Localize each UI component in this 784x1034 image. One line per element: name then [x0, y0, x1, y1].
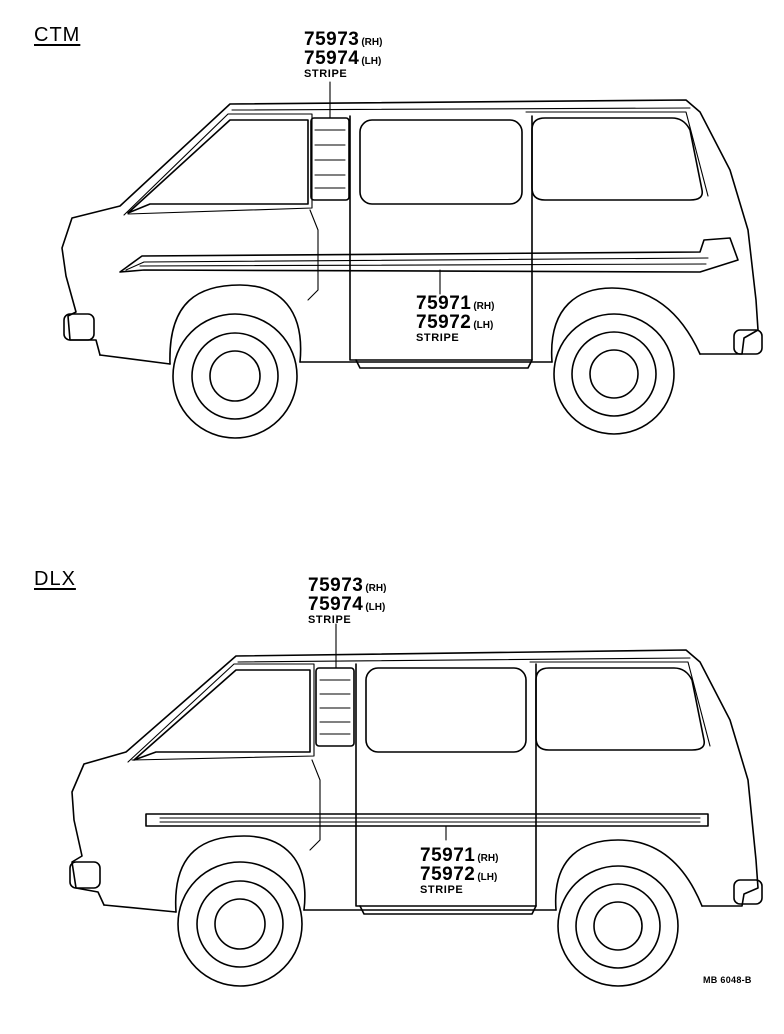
side-lh: (LH): [361, 56, 382, 67]
part-description: STRIPE: [308, 614, 352, 626]
part-number-lh: 75974: [304, 48, 360, 69]
dlx-lower-callout: 75971(RH) 75972(LH) STRIPE: [420, 846, 498, 896]
part-description: STRIPE: [420, 884, 464, 896]
side-rh: (RH): [361, 37, 383, 48]
side-rh: (RH): [477, 853, 499, 864]
ctm-van-illustration: [61, 81, 763, 439]
side-rh: (RH): [473, 301, 495, 312]
ctm-side-stripe: [119, 237, 739, 273]
part-description: STRIPE: [416, 332, 460, 344]
section-label-dlx: DLX: [34, 568, 76, 590]
part-number-lh: 75974: [308, 594, 364, 615]
diagram-code: MB 6048-B: [703, 975, 752, 985]
side-lh: (LH): [473, 320, 494, 331]
part-number-lh: 75972: [416, 312, 472, 333]
part-number-rh: 75973: [308, 575, 364, 596]
dlx-front-wheel: [177, 861, 303, 987]
dlx-upper-callout: 75973(RH) 75974(LH) STRIPE: [308, 576, 386, 626]
ctm-lower-callout: 75971(RH) 75972(LH) STRIPE: [416, 294, 494, 344]
ctm-upper-callout: 75973(RH) 75974(LH) STRIPE: [304, 30, 382, 80]
part-description: STRIPE: [304, 68, 348, 80]
part-number-lh: 75972: [420, 864, 476, 885]
part-number-rh: 75971: [420, 845, 476, 866]
dlx-side-stripe: [145, 813, 709, 827]
dlx-louver-vent: [315, 667, 355, 747]
side-lh: (LH): [477, 872, 498, 883]
part-number-rh: 75973: [304, 29, 360, 50]
part-number-rh: 75971: [416, 293, 472, 314]
side-lh: (LH): [365, 602, 386, 613]
dlx-van-illustration: [69, 623, 763, 987]
ctm-front-wheel: [172, 313, 298, 439]
section-label-ctm: CTM: [34, 24, 81, 46]
side-rh: (RH): [365, 583, 387, 594]
